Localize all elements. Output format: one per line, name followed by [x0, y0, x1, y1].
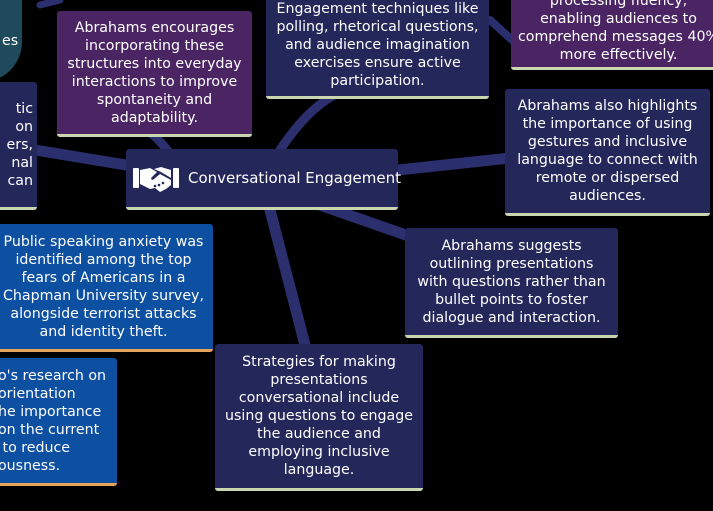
center-node-conversational-engagement[interactable]: Conversational Engagement [126, 149, 401, 210]
node-outline-questions[interactable]: Abrahams suggests outlining presentation… [405, 228, 618, 338]
node-text: Strategies for making presentations conv… [225, 354, 413, 478]
link-left [29, 144, 132, 171]
node-processing-fluency[interactable]: processing fluency, enabling audiences t… [511, 0, 713, 70]
node-text: tic on ers, nal can [6, 100, 33, 189]
node-strategies-conversational[interactable]: Strategies for making presentations conv… [215, 344, 423, 491]
handshake-icon [133, 167, 179, 192]
node-text: Abrahams also highlights the importance … [517, 98, 698, 204]
node-text: es [2, 33, 19, 49]
node-gestures-inclusive[interactable]: Abrahams also highlights the importance … [505, 89, 710, 216]
node-text: Public speaking anxiety was identified a… [3, 233, 204, 340]
node-text: o's research on orientation he importanc… [0, 367, 107, 474]
node-engagement-techniques[interactable]: Engagement techniques like polling, rhet… [266, 0, 489, 99]
link-bottom [264, 204, 311, 351]
link-mid-right [314, 199, 426, 246]
node-text: Engagement techniques like polling, rhet… [276, 1, 479, 89]
link-top-left-far [36, 0, 64, 9]
center-node-label: Conversational Engagement [188, 169, 401, 187]
node-text: Abrahams suggests outlining presentation… [417, 237, 606, 326]
node-left-partial[interactable]: tic on ers, nal can [0, 82, 37, 210]
node-text: Abrahams encourages incorporating these … [67, 19, 242, 126]
node-speaking-anxiety[interactable]: Public speaking anxiety was identified a… [0, 224, 213, 352]
link-top-mid [275, 85, 350, 155]
node-research-orientation[interactable]: o's research on orientation he importanc… [0, 358, 117, 486]
link-top-right [486, 16, 516, 44]
node-top-left-partial[interactable]: es [0, 0, 22, 82]
node-text: processing fluency, enabling audiences t… [518, 0, 713, 63]
node-structures-everyday[interactable]: Abrahams encourages incorporating these … [57, 11, 252, 137]
link-right [392, 152, 516, 176]
